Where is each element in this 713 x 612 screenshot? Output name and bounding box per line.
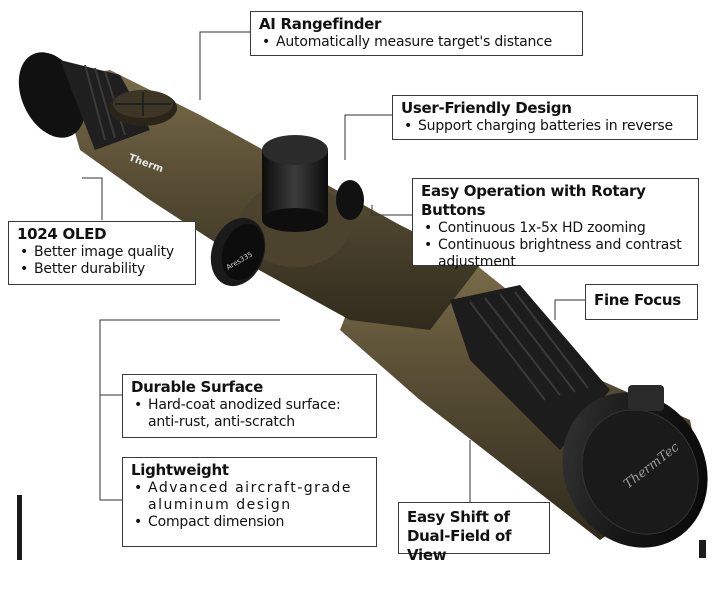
callout-bullet: Better durability (17, 261, 187, 278)
callout-bullet: Advanced aircraft-grade aluminum design (131, 480, 368, 514)
callout-bullet: Compact dimension (131, 514, 368, 531)
callout-title: 1024 OLED (17, 225, 107, 243)
callout-lightweight: Lightweight Advanced aircraft-grade alum… (122, 457, 377, 547)
callout-bullet: Support charging batteries in reverse (401, 118, 689, 135)
callout-title: Easy Shift of Dual-Field of View (407, 508, 512, 564)
callout-dual-fov: Easy Shift of Dual-Field of View (398, 502, 550, 564)
callout-title: User-Friendly Design (401, 99, 572, 117)
callout-user-friendly: User-Friendly Design Support charging ba… (392, 95, 698, 140)
eyepiece-button (109, 90, 177, 126)
stand-right (699, 540, 706, 558)
callout-fine-focus: Fine Focus (585, 284, 698, 320)
leader-lines (82, 31, 585, 505)
callout-title: Fine Focus (594, 291, 681, 309)
callout-durable-surface: Durable Surface Hard-coat anodized surfa… (122, 374, 377, 438)
callout-bullet: Automatically measure target's distance (259, 34, 574, 51)
side-turret-left: Ares335 (210, 217, 266, 287)
top-turret (262, 135, 328, 232)
focus-ring (450, 285, 610, 450)
callout-title: Easy Operation with Rotary Buttons (421, 182, 646, 219)
callout-bullet: Continuous brightness and contrast adjus… (421, 237, 690, 271)
callout-bullet: Better image quality (17, 244, 187, 261)
side-turret-right (336, 180, 364, 220)
eyepiece (18, 52, 150, 150)
callout-title: AI Rangefinder (259, 15, 382, 33)
callout-oled: 1024 OLED Better image quality Better du… (8, 221, 196, 285)
callout-title: Durable Surface (131, 378, 264, 396)
callout-bullet: Continuous 1x-5x HD zooming (421, 220, 690, 237)
callout-title: Lightweight (131, 461, 229, 479)
callout-bullet: Hard-coat anodized surface: anti-rust, a… (131, 397, 368, 431)
stand-left (17, 495, 22, 560)
callout-ai-rangefinder: AI Rangefinder Automatically measure tar… (250, 11, 583, 56)
objective-cap: ThermTec (562, 385, 708, 548)
callout-rotary-buttons: Easy Operation with Rotary Buttons Conti… (412, 178, 699, 270)
